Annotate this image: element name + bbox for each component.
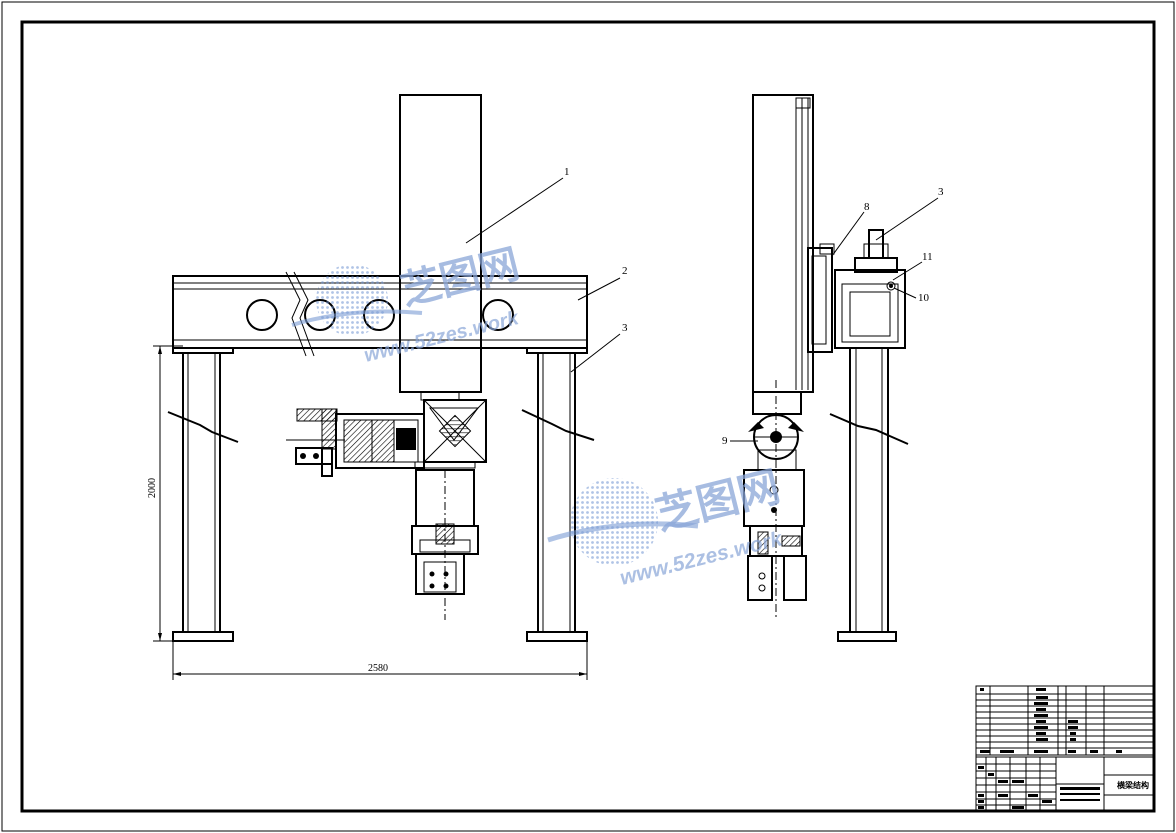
beam-hole: [246, 299, 278, 331]
side-callout-9: 9: [722, 435, 728, 447]
dimension-height: 2000: [147, 345, 183, 642]
beam-hole: [482, 299, 514, 331]
rotary-head: [414, 391, 487, 469]
left-column: [167, 347, 239, 642]
watermark-brand: 芝图网: [397, 242, 524, 314]
watermark-brand-2: 芝图网: [651, 463, 785, 539]
side-gripper: [286, 408, 425, 477]
inner-frame: [20, 20, 1156, 813]
watermark-url: www.52zes.work: [362, 307, 522, 367]
break-line: [293, 271, 315, 357]
side-callout-3: 3: [938, 186, 944, 198]
break-line: [829, 413, 909, 445]
title-block: 横梁结构: [975, 685, 1155, 812]
title-block-title: 横梁结构: [1117, 780, 1149, 790]
callout-2: 2: [622, 265, 628, 277]
dimension-width: 2580: [172, 641, 588, 680]
side-callout-10: 10: [918, 292, 930, 304]
side-rotary-head: [743, 380, 807, 620]
side-callout-8: 8: [864, 201, 870, 213]
height-dimension-text: 2000: [147, 478, 158, 498]
beam-section: [834, 229, 906, 349]
side-vertical-column: [752, 94, 814, 393]
break-line: [285, 271, 307, 357]
callout-3: 3: [622, 322, 628, 334]
side-view: 3 8 11 10 9: [722, 94, 944, 642]
side-callout-11: 11: [922, 251, 933, 263]
break-line: [521, 409, 595, 441]
right-column: [521, 347, 595, 642]
signature-grid: [976, 757, 1056, 811]
lower-gripper: [411, 469, 479, 620]
break-line: [167, 411, 239, 443]
front-view: 2000 2580 1 2 3: [147, 94, 628, 680]
width-dimension-text: 2580: [368, 663, 388, 674]
callout-1: 1: [564, 166, 570, 178]
parts-list: [976, 686, 1154, 756]
